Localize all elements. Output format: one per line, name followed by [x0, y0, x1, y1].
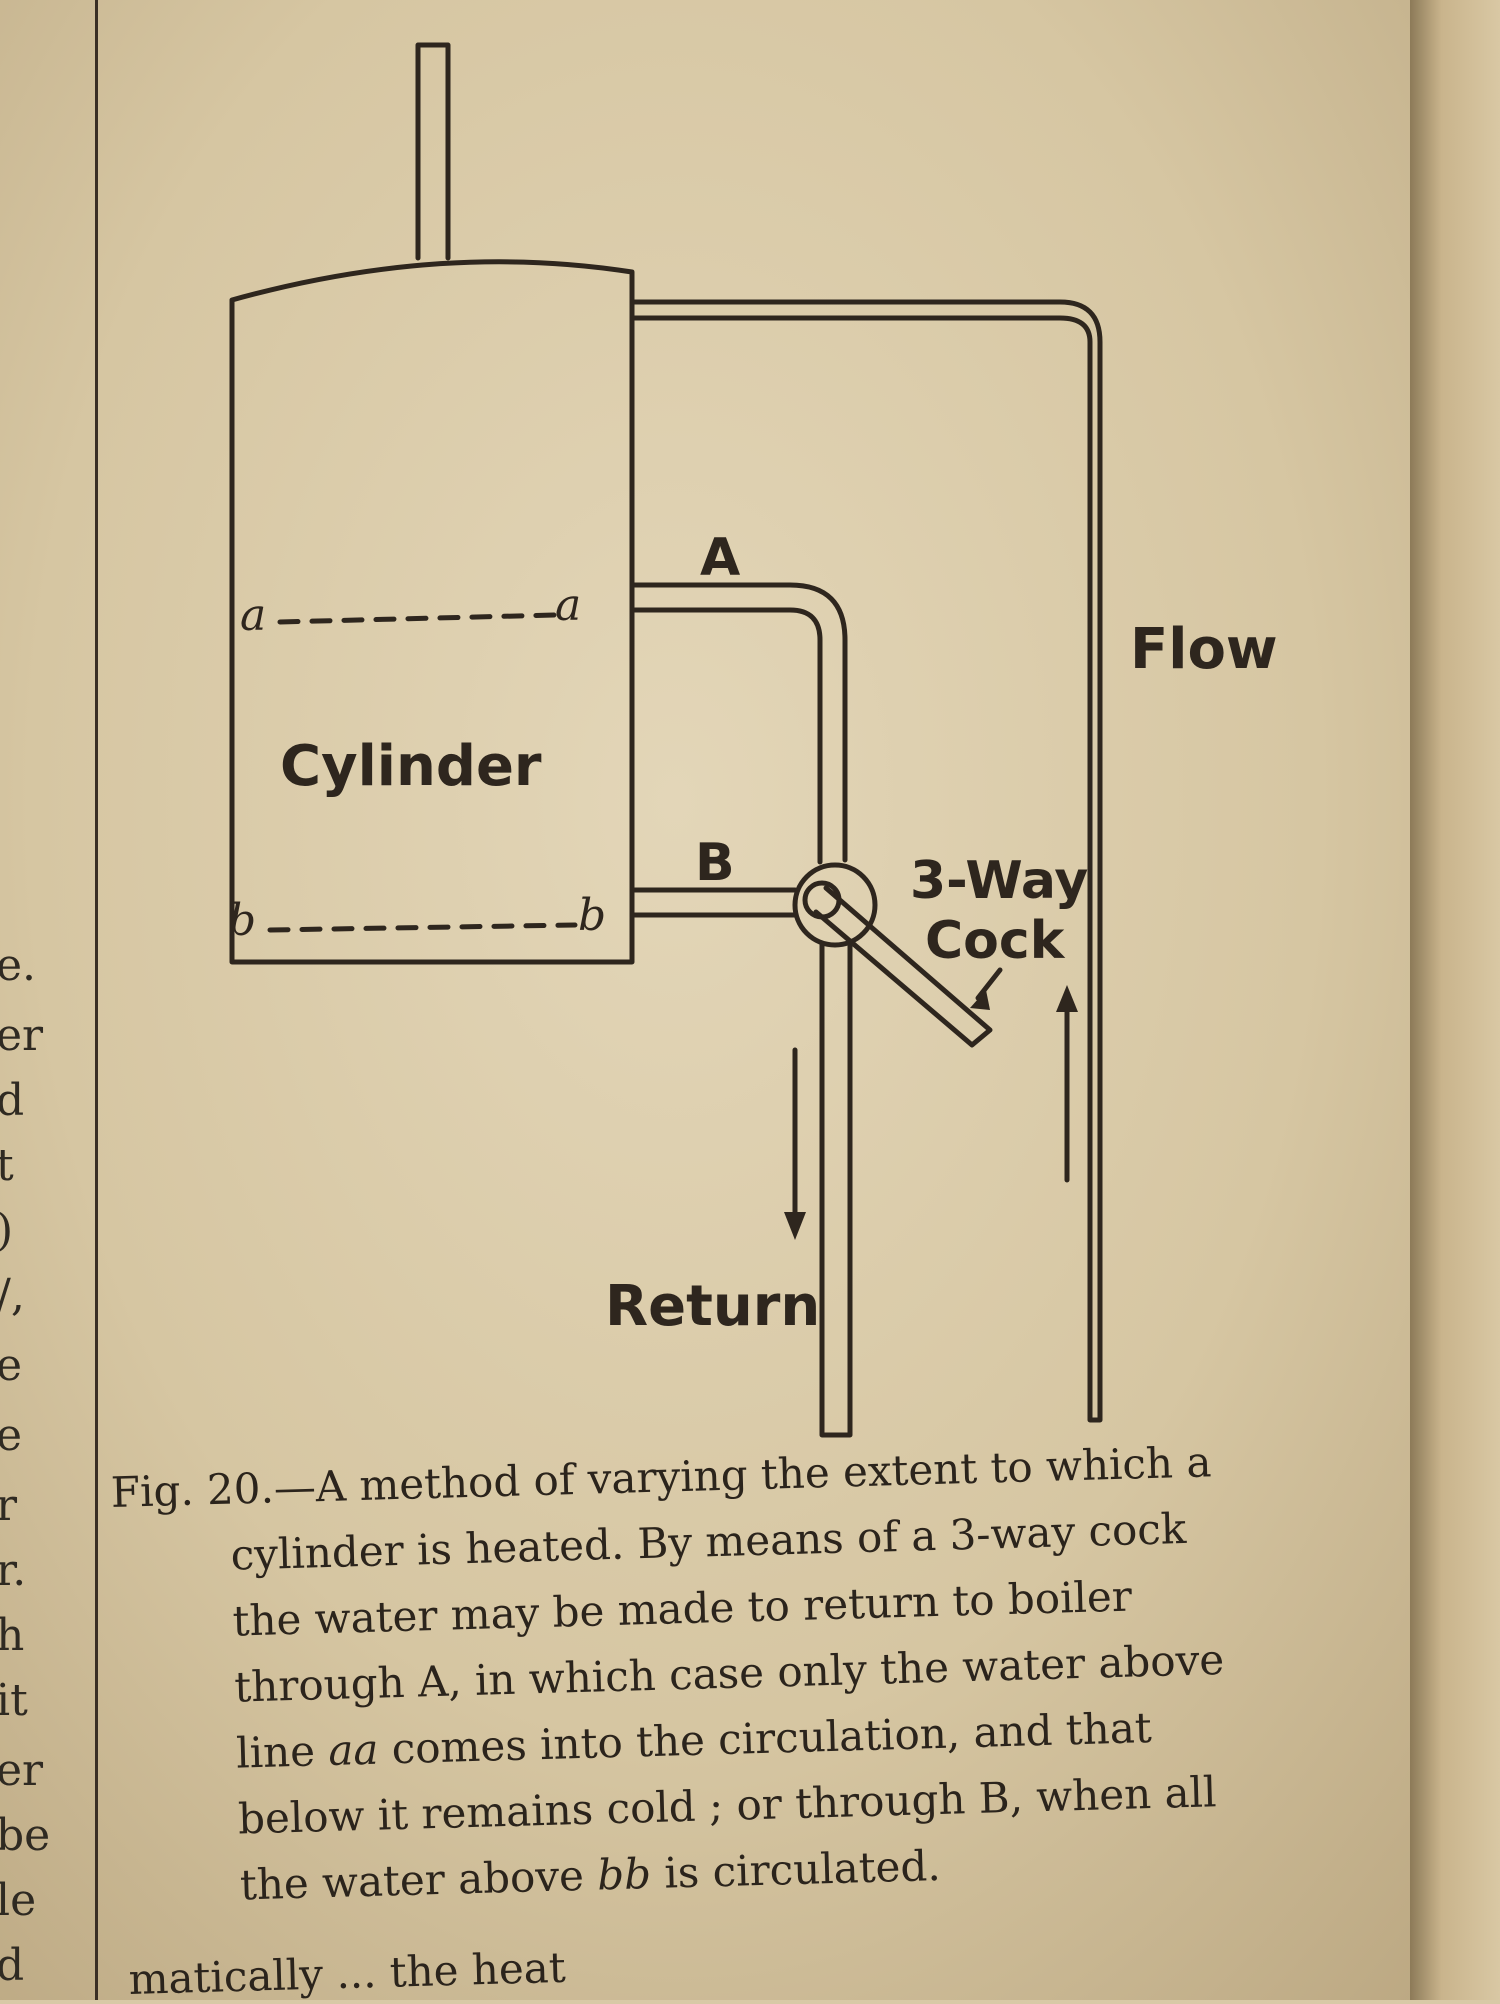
fragment: d: [0, 1075, 25, 1126]
label-a-left: a: [240, 590, 266, 641]
caption-text: comes into the circulation, and that: [377, 1703, 1153, 1774]
flow-pipe: [629, 299, 1103, 1423]
level-line-aa: [277, 612, 558, 625]
label-3way: 3-Way: [910, 851, 1088, 911]
cock-handle: [813, 885, 993, 1048]
three-way-cock: [792, 862, 878, 948]
caption-text: is circulated.: [650, 1840, 942, 1899]
caption-italic: aa: [327, 1724, 380, 1776]
caption-text: the water above: [239, 1850, 598, 1910]
fragment: e.: [0, 940, 37, 991]
three-way-cock-plug: [802, 880, 842, 920]
caption-text: line: [235, 1726, 330, 1778]
fragment: r.: [0, 1545, 27, 1596]
book-spine: [1410, 0, 1500, 2000]
return-pipe: [819, 942, 853, 1438]
fragment: le: [0, 1875, 37, 1926]
fragment: e: [0, 1340, 23, 1391]
level-line-bb: [267, 922, 578, 933]
fragment: e: [0, 1410, 23, 1461]
fragment: it: [0, 1675, 28, 1726]
down-arrow-head: [784, 1212, 806, 1240]
label-cock: Cock: [925, 911, 1066, 971]
fragment: ): [0, 1205, 36, 1256]
fragment: t: [0, 1140, 14, 1191]
fragment: /,: [0, 1270, 25, 1321]
fragment: d: [0, 1940, 25, 1991]
cock-pointer-arrow: [975, 967, 1003, 1001]
caption-italic: bb: [596, 1849, 652, 1900]
label-a: A: [700, 528, 740, 588]
label-return: Return: [605, 1274, 820, 1339]
fragment: er: [0, 1010, 44, 1061]
label-b: B: [695, 833, 735, 893]
cock-pointer-head: [970, 990, 990, 1010]
label-a-right: a: [555, 580, 581, 631]
column-rule: [95, 0, 98, 2000]
up-arrow-head: [1056, 985, 1078, 1012]
pipe-b: [629, 887, 798, 918]
cylinder-outline: [229, 259, 635, 965]
vent-pipe: [415, 42, 451, 261]
figure-caption: Fig. 20.—A method of varying the extent …: [110, 1426, 1352, 1922]
label-flow: Flow: [1130, 617, 1278, 682]
fragment: r: [0, 1480, 18, 1531]
fragment: h: [0, 1610, 25, 1661]
label-b-left: b: [228, 895, 256, 946]
pipe-a: [629, 582, 848, 865]
label-cylinder: Cylinder: [280, 734, 542, 799]
fragment: er: [0, 1745, 44, 1796]
label-b-right: b: [578, 890, 606, 941]
